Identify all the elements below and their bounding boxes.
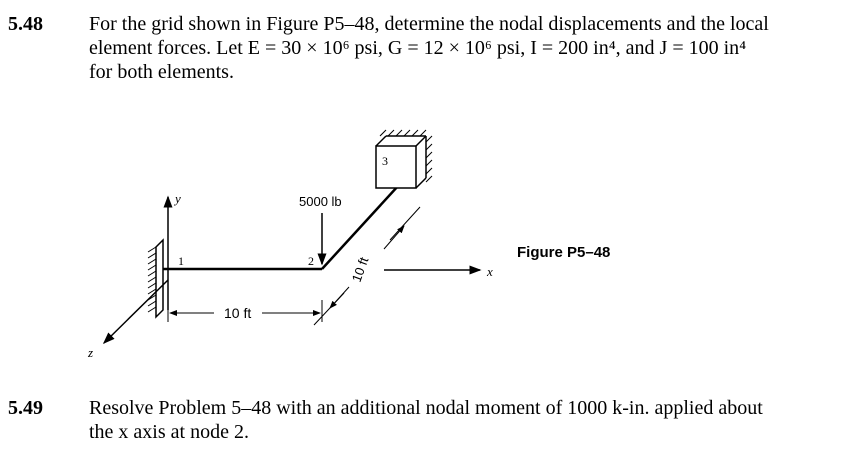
problem-5-48: 5.48 For the grid shown in Figure P5–48,… [8,12,828,84]
problem-text: Resolve Problem 5–48 with an additional … [89,396,828,444]
node-3-label: 3 [382,154,388,168]
problem-line-2: the x axis at node 2. [89,421,249,443]
dim-horizontal-label: 10 ft [224,305,251,321]
wall-support-node-3 [375,129,433,189]
load-label: 5000 lb [299,194,342,209]
axis-z-label: z [87,345,93,360]
z-axis [102,279,169,345]
element-2-3 [321,185,399,270]
problem-line-2: element forces. Let E = 30 × 10⁶ psi, G … [89,37,747,59]
dim-diagonal-label: 10 ft [349,255,372,284]
problem-number: 5.48 [8,13,43,35]
problem-line-3: for both elements. [89,61,234,83]
node-1-label: 1 [178,254,184,268]
dimension-diagonal [313,206,421,326]
node-2-label: 2 [308,254,314,268]
problem-text: For the grid shown in Figure P5–48, dete… [89,12,828,84]
problem-line-1: For the grid shown in Figure P5–48, dete… [89,13,769,35]
problem-number: 5.49 [8,397,43,419]
problem-5-49: 5.49 Resolve Problem 5–48 with an additi… [8,396,828,444]
problem-line-1: Resolve Problem 5–48 with an additional … [89,397,763,419]
figure-caption: Figure P5–48 [517,244,610,261]
axis-y-label: y [173,191,181,206]
wall-support-left [147,238,164,319]
axis-x-label: x [486,264,493,279]
dimension-horizontal [167,300,323,322]
